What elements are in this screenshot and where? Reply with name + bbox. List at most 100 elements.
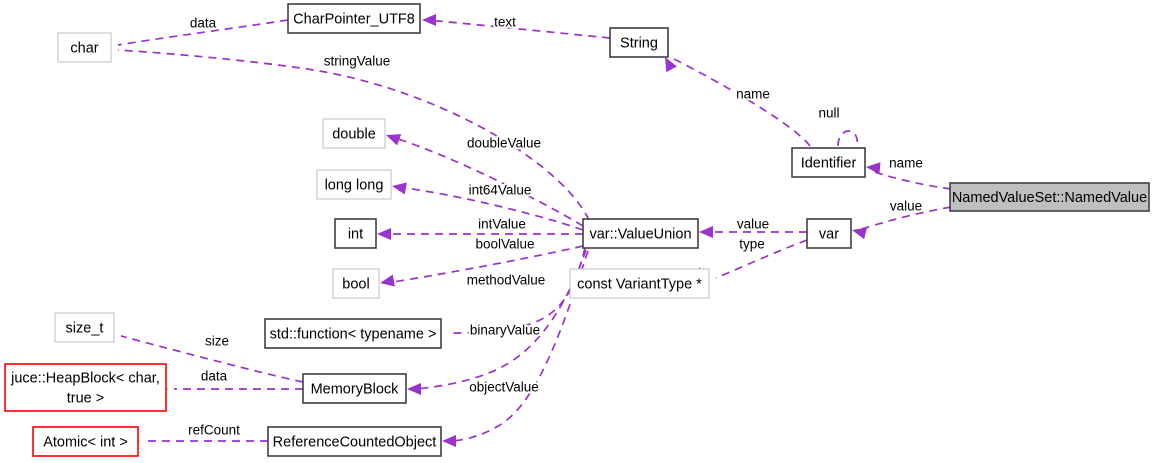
node-memoryblock[interactable]: MemoryBlock xyxy=(302,373,407,404)
node-box-double[interactable] xyxy=(322,118,386,149)
arrowhead-a-string xyxy=(665,57,677,73)
node-label-heapblock-line2: true > xyxy=(67,390,104,406)
arrowhead-a-double xyxy=(386,134,402,146)
node-box-size_t[interactable] xyxy=(54,312,115,343)
node-char[interactable]: char xyxy=(57,32,112,63)
node-label-longlong: long long xyxy=(325,177,384,193)
node-label-double: double xyxy=(332,126,376,142)
node-label-charpointer: CharPointer_UTF8 xyxy=(293,11,415,27)
arrow-triangle xyxy=(852,227,868,240)
node-box-identifier[interactable] xyxy=(791,147,866,178)
edge-label-e-methodvalue: methodValue xyxy=(467,273,546,288)
node-string[interactable]: String xyxy=(609,27,669,58)
edge-e-null-self xyxy=(837,130,858,147)
edge-label-halo-e-data-charpointer: data xyxy=(190,16,217,31)
arrow-triangle xyxy=(407,383,421,395)
node-heapblock[interactable]: juce::HeapBlock< char,true > xyxy=(4,363,167,412)
edge-label-halo-e-value-namedvalue: value xyxy=(890,199,922,214)
node-longlong[interactable]: long long xyxy=(316,169,392,200)
edge-e-stringvalue xyxy=(117,49,590,221)
edge-label-e-objectvalue: objectValue xyxy=(469,380,539,395)
node-atomic[interactable]: Atomic< int > xyxy=(32,426,139,457)
node-box-memoryblock[interactable] xyxy=(302,373,407,404)
arrowhead-a-memoryblock xyxy=(407,383,421,395)
node-label-valueunion: var::ValueUnion xyxy=(589,226,691,242)
edge-label-halo-e-binaryvalue: binaryValue xyxy=(470,323,540,338)
edge-label-e-type-var: type xyxy=(739,237,765,252)
node-label-heapblock: juce::HeapBlock< char, xyxy=(10,370,160,386)
arrow-triangle xyxy=(392,182,407,195)
arrowhead-a-valueunion xyxy=(699,226,713,238)
edge-label-e-value-namedvalue: value xyxy=(890,199,922,214)
node-box-stdfunction[interactable] xyxy=(264,318,442,349)
arrow-triangle xyxy=(442,435,456,447)
node-label-atomic: Atomic< int > xyxy=(43,434,128,450)
node-namedvalue[interactable]: NamedValueSet::NamedValue xyxy=(949,182,1150,212)
node-box-string[interactable] xyxy=(609,27,669,58)
node-box-var[interactable] xyxy=(806,218,852,249)
edge-label-e-refcount: refCount xyxy=(188,423,240,438)
edge-e-methodvalue xyxy=(447,247,586,334)
edge-label-e-data-charpointer: data xyxy=(190,16,217,31)
edge-label-halo-e-methodvalue: methodValue xyxy=(467,273,546,288)
edge-label-e-binaryvalue: binaryValue xyxy=(470,323,540,338)
arrowhead-a-identifier-2 xyxy=(866,162,881,175)
node-box-varianttype[interactable] xyxy=(569,268,710,299)
node-box-bool[interactable] xyxy=(332,268,380,299)
edge-label-e-value-var: value xyxy=(737,217,769,232)
node-box-charpointer[interactable] xyxy=(287,3,421,34)
node-stdfunction[interactable]: std::function< typename > xyxy=(264,318,442,349)
arrowhead-a-longlong xyxy=(392,182,407,195)
edge-label-e-name-identifier: name xyxy=(736,87,770,102)
edge-label-halo-e-type-var: type xyxy=(739,237,765,252)
edge-label-halo-e-value-var: value xyxy=(737,217,769,232)
node-box-valueunion[interactable] xyxy=(582,218,699,249)
edge-e-binaryvalue xyxy=(412,249,587,390)
node-size_t[interactable]: size_t xyxy=(54,312,115,343)
node-box-namedvalue[interactable] xyxy=(949,182,1150,212)
arrowhead-a-bool xyxy=(380,274,395,287)
node-valueunion[interactable]: var::ValueUnion xyxy=(582,218,699,249)
node-var[interactable]: var xyxy=(806,218,852,249)
arrowhead-a-refcounted xyxy=(442,435,456,447)
node-charpointer[interactable]: CharPointer_UTF8 xyxy=(287,3,421,34)
node-box-heapblock[interactable] xyxy=(4,363,167,412)
edge-e-int64value xyxy=(397,186,584,231)
node-box-atomic[interactable] xyxy=(32,426,139,457)
arrow-triangle xyxy=(377,228,391,240)
edge-label-halo-e-size: size xyxy=(205,334,229,349)
node-label-var: var xyxy=(819,226,839,242)
node-int[interactable]: int xyxy=(334,218,377,249)
edge-label-halo-e-objectvalue: objectValue xyxy=(469,380,539,395)
node-double[interactable]: double xyxy=(322,118,386,149)
edge-e-type-var xyxy=(715,239,808,279)
node-box-int[interactable] xyxy=(334,218,377,249)
arrowhead-a-var xyxy=(852,227,868,240)
edge-label-e-int64value: int64Value xyxy=(469,183,532,198)
edge-e-doublevalue xyxy=(391,136,584,227)
edge-label-e-intvalue: intValue xyxy=(478,217,526,232)
node-refcounted[interactable]: ReferenceCountedObject xyxy=(267,426,442,457)
edge-e-objectvalue xyxy=(447,250,589,442)
node-box-longlong[interactable] xyxy=(316,169,392,200)
edge-label-e-boolvalue: boolValue xyxy=(475,237,534,252)
node-label-identifier: Identifier xyxy=(801,155,857,171)
arrowhead-a-charpointer xyxy=(422,14,436,26)
edge-e-name-namedvalue xyxy=(871,170,952,190)
edge-label-halo-e-intvalue: intValue xyxy=(478,217,526,232)
edge-label-halo-e-refcount: refCount xyxy=(188,423,240,438)
node-varianttype[interactable]: const VariantType * xyxy=(569,268,710,299)
edge-label-e-name-namedvalue: name xyxy=(889,156,923,171)
node-identifier[interactable]: Identifier xyxy=(791,147,866,178)
node-box-refcounted[interactable] xyxy=(267,426,442,457)
edge-e-boolvalue xyxy=(385,245,584,284)
node-bool[interactable]: bool xyxy=(332,268,380,299)
node-box-char[interactable] xyxy=(57,32,112,63)
node-label-stdfunction: std::function< typename > xyxy=(270,326,437,342)
arrowhead-a-int xyxy=(377,228,391,240)
edge-label-e-data-memoryblock: data xyxy=(201,369,228,384)
node-label-int: int xyxy=(348,226,363,242)
